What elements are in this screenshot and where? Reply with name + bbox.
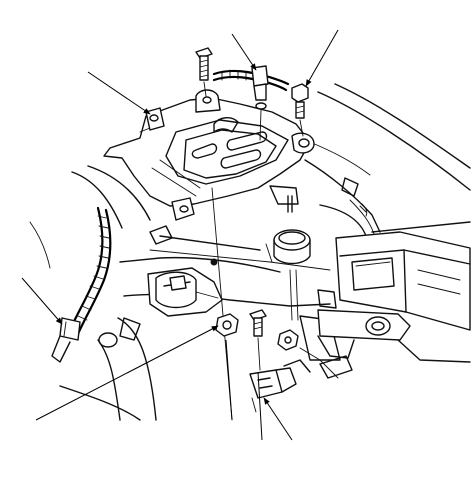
engine-mount (147, 267, 223, 317)
lower-bolt (249, 309, 267, 371)
leader-bracket-cover (87, 71, 151, 115)
leader-lines (21, 29, 339, 441)
leader-mid (257, 371, 263, 441)
filler-cap (265, 229, 311, 265)
leader-lower-nut (35, 325, 219, 421)
relay-box (335, 231, 471, 331)
fender-left (29, 165, 157, 421)
mid-nut (277, 329, 299, 351)
bracket-cover (103, 89, 315, 245)
side-harness (51, 206, 112, 363)
leader-top-clip (231, 33, 257, 71)
leader-mount-stud (225, 339, 233, 421)
leader-side-harness (21, 277, 63, 325)
body-panel-right (299, 83, 471, 237)
top-bolt-right (291, 83, 309, 137)
top-clip-harness (212, 65, 290, 141)
engine-block (98, 187, 341, 421)
side-bracket-right (299, 309, 471, 379)
lower-nut (215, 313, 239, 337)
leader-lower-bracket (263, 397, 293, 441)
leader-top-bolt-right (305, 29, 339, 87)
top-bolt-left (195, 47, 213, 97)
